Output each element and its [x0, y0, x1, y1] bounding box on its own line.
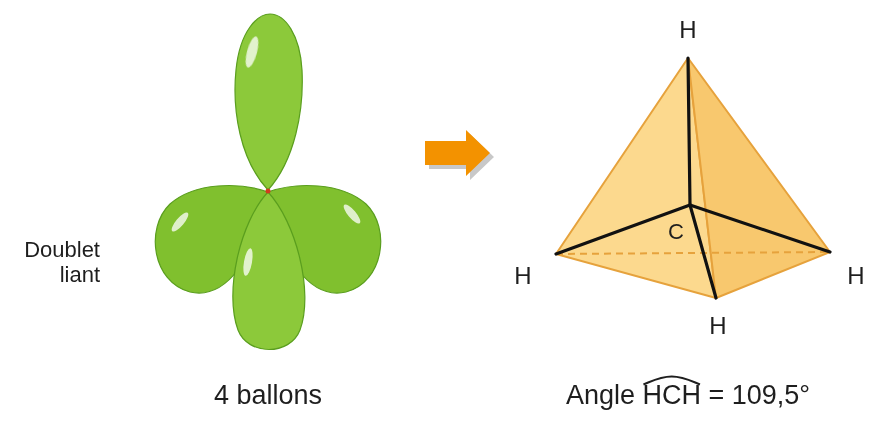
bond-lines	[556, 58, 830, 298]
balloon-model	[155, 14, 380, 350]
bond-label: Doublet liant	[4, 237, 100, 288]
atom-label: H	[847, 262, 864, 290]
arrow-symbol	[425, 130, 494, 180]
atom-label: C	[668, 219, 684, 244]
caption-text: 4 ballons	[214, 380, 322, 411]
atom-label: H	[709, 312, 726, 340]
atom-label: H	[679, 16, 696, 44]
caption-text: Angle HCH = 109,5°	[566, 380, 810, 411]
atom-label: H	[514, 262, 531, 290]
tetrahedron	[556, 58, 830, 298]
